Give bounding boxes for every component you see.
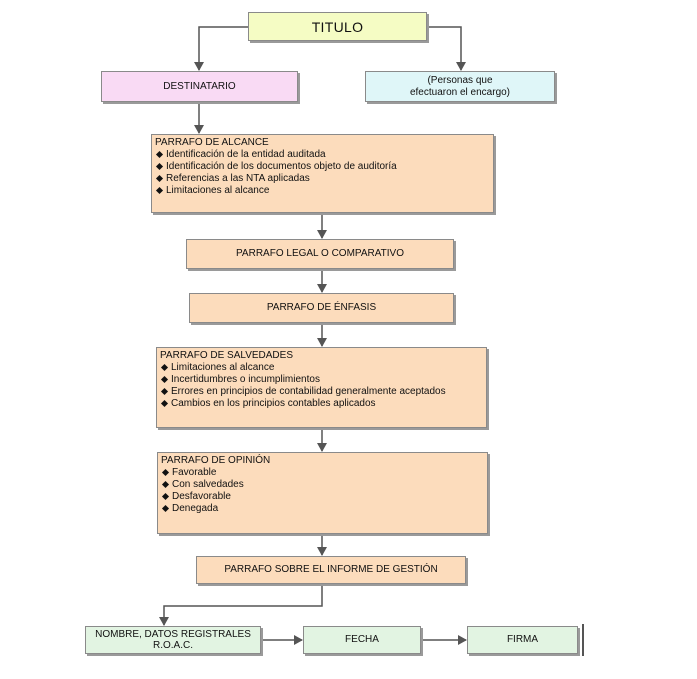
alcance-box: PARRAFO DE ALCANCE Identificación de la … [151,134,494,213]
enfasis-box: PARRAFO DE ÉNFASIS [189,293,454,323]
opinion-item: Desfavorable [161,491,484,503]
salvedades-item: Cambios en los principios contables apli… [160,398,483,410]
arrow-titulo-destinatario [194,26,248,71]
titulo-text: TITULO [311,18,364,35]
right-edge-mark [582,624,584,656]
alcance-item: Referencias a las NTA aplicadas [155,173,490,185]
opinion-list: Favorable Con salvedades Desfavorable De… [161,467,484,515]
destinatario-text: DESTINATARIO [163,80,236,92]
alcance-item: Identificación de la entidad auditada [155,149,490,161]
alcance-header: PARRAFO DE ALCANCE [155,137,269,148]
personas-box: (Personas que efectuaron el encargo) [365,71,555,102]
arrow-titulo-personas [427,26,466,71]
personas-line-1: (Personas que [427,74,493,86]
personas-line-2: efectuaron el encargo) [409,86,511,98]
fecha-box: FECHA [303,626,421,654]
titulo-box: TITULO [248,12,427,41]
opinion-header: PARRAFO DE OPINIÓN [161,455,271,466]
nombre-line-1: NOMBRE, DATOS REGISTRALES [95,629,251,640]
opinion-item: Favorable [161,467,484,479]
opinion-item: Denegada [161,503,484,515]
alcance-item: Identificación de los documentos objeto … [155,161,490,173]
firma-box: FIRMA [467,626,578,654]
firma-text: FIRMA [506,634,539,645]
gestion-text: PARRAFO SOBRE EL INFORME DE GESTIÓN [224,564,438,575]
destinatario-box: DESTINATARIO [101,71,298,102]
fecha-text: FECHA [345,634,379,645]
alcance-list: Identificación de la entidad auditada Id… [155,149,490,197]
legal-text: PARRAFO LEGAL O COMPARATIVO [236,248,404,259]
enfasis-text: PARRAFO DE ÉNFASIS [266,302,377,313]
salvedades-item: Errores en principios de contabilidad ge… [160,386,483,398]
gestion-box: PARRAFO SOBRE EL INFORME DE GESTIÓN [196,556,466,584]
opinion-item: Con salvedades [161,479,484,491]
salvedades-box: PARRAFO DE SALVEDADES Limitaciones al al… [156,347,487,428]
nombre-box: NOMBRE, DATOS REGISTRALES R.O.A.C. [85,626,261,654]
salvedades-list: Limitaciones al alcance Incertidumbres o… [160,362,483,410]
salvedades-item: Incertidumbres o incumplimientos [160,374,483,386]
arrow-gestion-nombre [159,584,323,626]
legal-box: PARRAFO LEGAL O COMPARATIVO [186,239,454,269]
opinion-box: PARRAFO DE OPINIÓN Favorable Con salveda… [157,452,488,534]
alcance-item: Limitaciones al alcance [155,185,490,197]
salvedades-item: Limitaciones al alcance [160,362,483,374]
salvedades-header: PARRAFO DE SALVEDADES [160,350,293,361]
nombre-line-2: R.O.A.C. [152,640,193,651]
